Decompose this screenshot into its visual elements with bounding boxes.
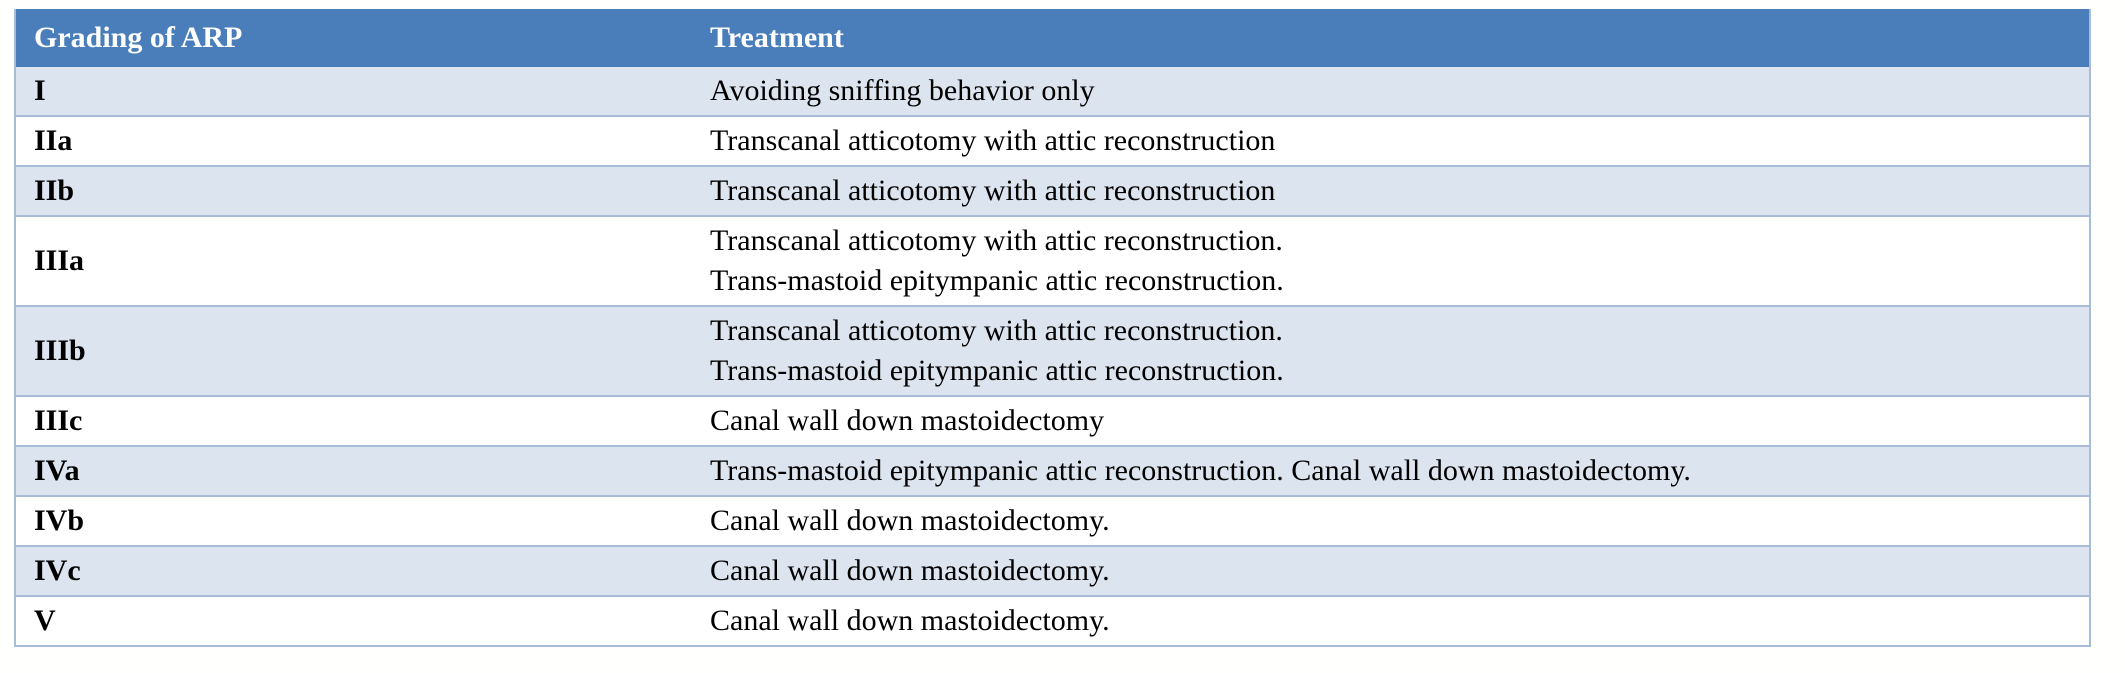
table-row: IIb Transcanal atticotomy with attic reco… bbox=[16, 165, 2089, 216]
treatment-line: Canal wall down mastoidectomy. bbox=[710, 554, 1110, 587]
treatment-cell: Transcanal atticotomy with attic reconst… bbox=[698, 165, 2089, 216]
table-row: IIa Transcanal atticotomy with attic reco… bbox=[16, 115, 2089, 166]
treatment-line: Transcanal atticotomy with attic reconst… bbox=[710, 314, 1283, 347]
treatment-cell: Transcanal atticotomy with attic reconst… bbox=[698, 215, 2089, 306]
table-row: IIIb Transcanal atticotomy with attic rec… bbox=[16, 305, 2089, 396]
treatment-line: Transcanal atticotomy with attic reconst… bbox=[710, 174, 1276, 207]
grade-cell: V bbox=[16, 595, 698, 645]
grade-cell: IIIc bbox=[16, 395, 698, 446]
table-row: IIIa Transcanal atticotomy with attic rec… bbox=[16, 215, 2089, 306]
treatment-cell: Trans-mastoid epitympanic attic reconstr… bbox=[698, 445, 2089, 496]
treatment-line: Transcanal atticotomy with attic reconst… bbox=[710, 124, 1276, 157]
treatment-cell: Canal wall down mastoidectomy. bbox=[698, 595, 2089, 645]
treatment-line: Trans-mastoid epitympanic attic reconstr… bbox=[710, 354, 1284, 387]
treatment-cell: Transcanal atticotomy with attic reconst… bbox=[698, 115, 2089, 166]
treatment-line: Canal wall down mastoidectomy. bbox=[710, 504, 1110, 537]
table-row: IIIc Canal wall down mastoidectomy bbox=[16, 395, 2089, 446]
table-header: Grading of ARP Treatment bbox=[16, 9, 2089, 67]
grade-cell: IVa bbox=[16, 445, 698, 496]
grade-cell: IIIb bbox=[16, 305, 698, 396]
arp-grading-table: Grading of ARP Treatment I Avoiding sniff… bbox=[16, 9, 2089, 645]
treatment-cell: Canal wall down mastoidectomy. bbox=[698, 545, 2089, 596]
column-header-grading-of-arp: Grading of ARP bbox=[16, 9, 698, 67]
table-header-row: Grading of ARP Treatment bbox=[16, 9, 2089, 67]
treatment-line: Canal wall down mastoidectomy. bbox=[710, 604, 1110, 637]
arp-grading-table-container: Grading of ARP Treatment I Avoiding sniff… bbox=[14, 9, 2091, 647]
grade-cell: IVc bbox=[16, 545, 698, 596]
treatment-cell: Canal wall down mastoidectomy bbox=[698, 395, 2089, 446]
treatment-line: Trans-mastoid epitympanic attic reconstr… bbox=[710, 454, 1691, 487]
table-row: IVb Canal wall down mastoidectomy. bbox=[16, 495, 2089, 546]
table-row: V Canal wall down mastoidectomy. bbox=[16, 595, 2089, 645]
table-row: IVa Trans-mastoid epitympanic attic recon… bbox=[16, 445, 2089, 496]
grade-cell: IIb bbox=[16, 165, 698, 216]
grade-cell: I bbox=[16, 67, 698, 116]
treatment-cell: Avoiding sniffing behavior only bbox=[698, 67, 2089, 116]
treatment-line: Canal wall down mastoidectomy bbox=[710, 404, 1105, 437]
column-header-treatment: Treatment bbox=[698, 9, 2089, 67]
grade-cell: IIIa bbox=[16, 215, 698, 306]
treatment-line: Avoiding sniffing behavior only bbox=[710, 74, 1095, 107]
grade-cell: IIa bbox=[16, 115, 698, 166]
treatment-cell: Canal wall down mastoidectomy. bbox=[698, 495, 2089, 546]
treatment-cell: Transcanal atticotomy with attic reconst… bbox=[698, 305, 2089, 396]
grade-cell: IVb bbox=[16, 495, 698, 546]
treatment-line: Trans-mastoid epitympanic attic reconstr… bbox=[710, 264, 1284, 297]
table-row: IVc Canal wall down mastoidectomy. bbox=[16, 545, 2089, 596]
table-row: I Avoiding sniffing behavior only bbox=[16, 67, 2089, 116]
treatment-line: Transcanal atticotomy with attic reconst… bbox=[710, 224, 1283, 257]
